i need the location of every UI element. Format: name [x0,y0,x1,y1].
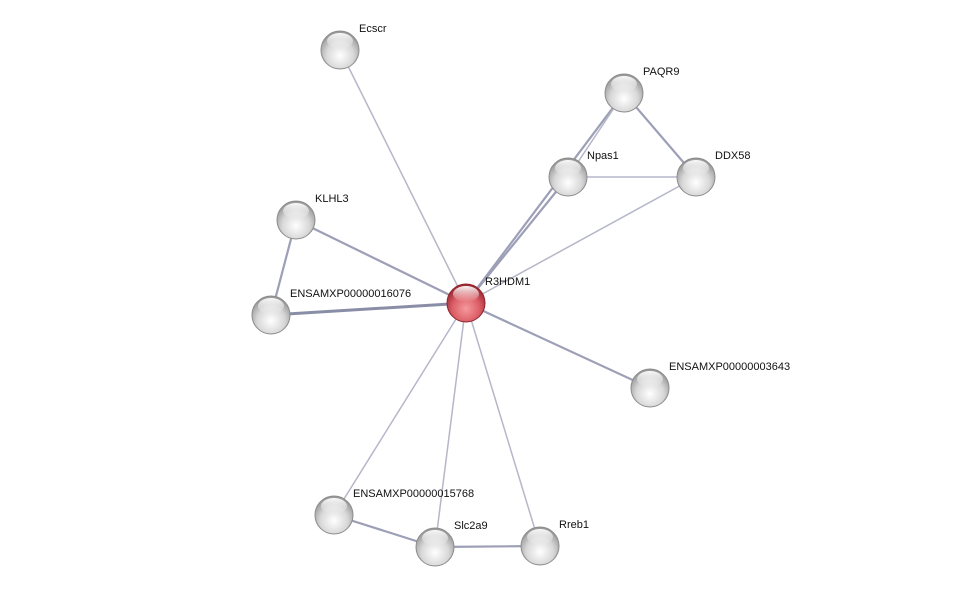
node-ENSAMXP00000016076[interactable]: ENSAMXP00000016076 [251,288,411,335]
node-highlight [258,298,284,314]
node-label: R3HDM1 [485,276,530,288]
node-Npas1[interactable]: Npas1 [548,150,619,197]
edge-R3HDM1-ENSAMXP00000016076[interactable] [270,301,467,317]
node-highlight [283,203,309,219]
node-label: ENSAMXP00000003643 [669,361,790,373]
node-label: KLHL3 [315,193,349,205]
node-R3HDM1[interactable]: R3HDM1 [446,276,530,323]
node-KLHL3[interactable]: KLHL3 [276,193,349,240]
node-label: Rreb1 [559,519,589,531]
node-label: DDX58 [715,150,750,162]
edge-R3HDM1-ENSAMXP00000003643[interactable] [465,302,651,389]
node-Rreb1[interactable]: Rreb1 [520,519,589,566]
node-ENSAMXP00000015768[interactable]: ENSAMXP00000015768 [314,488,474,535]
node-highlight [683,160,709,176]
node-label: Slc2a9 [454,520,488,532]
node-highlight [422,530,448,546]
edge-R3HDM1-Rreb1[interactable] [465,302,541,547]
edge-R3HDM1-KLHL3[interactable] [295,219,467,304]
edge-R3HDM1-PAQR9[interactable] [465,92,625,304]
node-ENSAMXP00000003643[interactable]: ENSAMXP00000003643 [630,361,790,408]
node-highlight [453,286,479,302]
node-label: Ecscr [359,23,387,35]
edge-R3HDM1-Slc2a9[interactable] [434,302,467,548]
node-DDX58[interactable]: DDX58 [676,150,750,197]
node-highlight [527,529,553,545]
node-highlight [321,498,347,514]
node-label: ENSAMXP00000016076 [290,288,411,300]
edge-R3HDM1-ENSAMXP00000015768[interactable] [333,302,467,516]
node-Slc2a9[interactable]: Slc2a9 [415,520,488,567]
node-highlight [611,76,637,92]
edge-R3HDM1-Ecscr[interactable] [339,49,467,304]
node-label: PAQR9 [643,66,679,78]
node-highlight [327,33,353,49]
node-Ecscr[interactable]: Ecscr [320,23,387,70]
node-highlight [637,371,663,387]
node-PAQR9[interactable]: PAQR9 [604,66,679,113]
node-label: ENSAMXP00000015768 [353,488,474,500]
node-highlight [555,160,581,176]
edge-R3HDM1-DDX58[interactable] [465,176,697,304]
node-label: Npas1 [587,150,619,162]
